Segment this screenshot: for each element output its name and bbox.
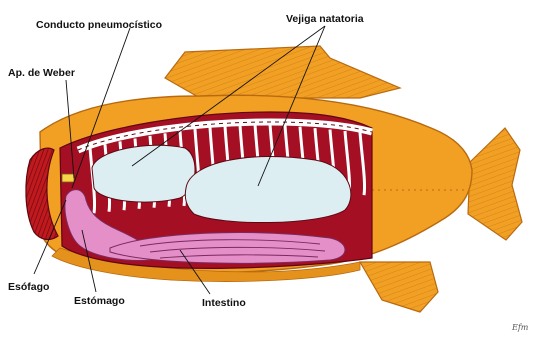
label-intestino: Intestino — [202, 297, 246, 309]
label-aparato-de-weber: Ap. de Weber — [8, 67, 75, 79]
weberian-apparatus — [62, 174, 74, 182]
label-conducto-pneumocistico: Conducto pneumocístico — [36, 19, 162, 31]
swim-bladder-posterior — [185, 156, 351, 222]
swim-bladder-anterior — [92, 145, 195, 202]
artist-signature: Efm — [511, 323, 529, 332]
caudal-fin — [468, 128, 522, 240]
label-esofago: Esófago — [8, 281, 49, 293]
anal-fin — [360, 262, 438, 312]
label-vejiga-natatoria: Vejiga natatoria — [286, 13, 364, 25]
label-estomago: Estómago — [74, 295, 125, 307]
dorsal-fin — [165, 46, 400, 98]
